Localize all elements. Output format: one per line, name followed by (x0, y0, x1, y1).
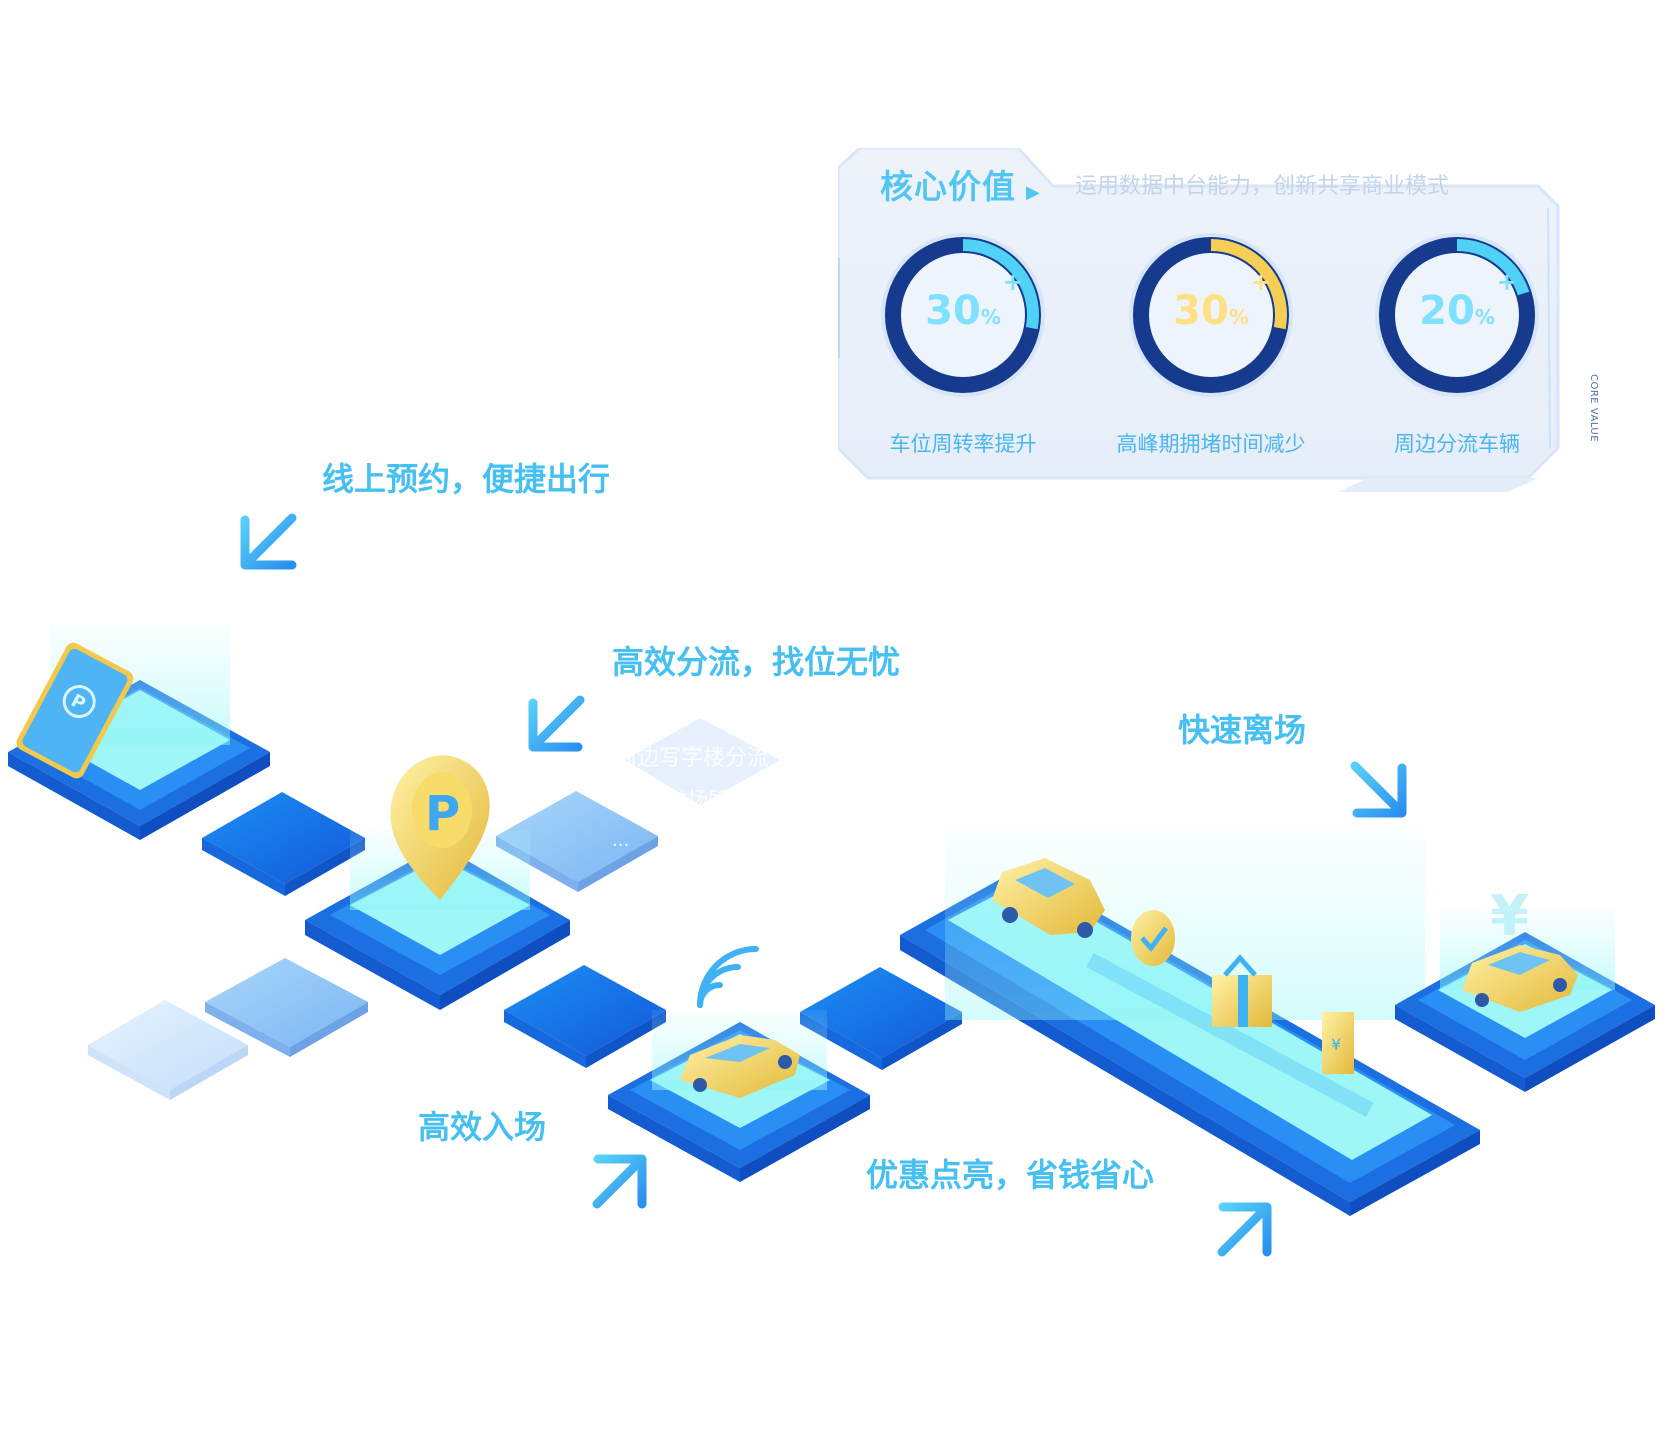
metric-ring-1: 30%+ (878, 230, 1048, 400)
chevron-right-icon: ▶ (1026, 182, 1041, 203)
phone-icon: P (16, 642, 134, 779)
tile-faint-1 (88, 1000, 248, 1100)
metric-value: 20%+ (1372, 268, 1542, 334)
detail-tile (625, 718, 780, 805)
core-value-title: 核心价值▶ (880, 167, 1041, 206)
tile-dark-2 (504, 965, 666, 1068)
platform-online-booking: P (8, 625, 270, 840)
envelope-currency: ¥ (1331, 1035, 1341, 1054)
gift-icon (1212, 954, 1272, 1027)
platform-entry (608, 946, 870, 1182)
platform-smart-diversion: P (305, 755, 570, 1010)
metric-number: 20 (1419, 288, 1475, 334)
metric-label: 周边分流车辆 (1394, 432, 1520, 456)
plus-icon: + (1250, 268, 1271, 296)
yen-icon: ¥ (1490, 884, 1529, 949)
ring-progress-arc (887, 239, 1039, 391)
metric-number: 30 (925, 288, 981, 334)
arrow-down-left-icon (528, 695, 585, 752)
donut-chart (881, 233, 1045, 397)
step-diversion-label: 高效分流，找位无忧 (612, 643, 901, 681)
car-icon (680, 1035, 800, 1098)
step-online-booking-label: 线上预约，便捷出行 (322, 460, 611, 498)
metric-value: 30%+ (1126, 268, 1296, 334)
step-diversion-detail-1: 周边写字楼分流 (615, 746, 770, 771)
tile-light-1 (205, 958, 368, 1057)
plus-icon: + (1002, 268, 1023, 296)
step-discount-label: 优惠点亮，省钱省心 (866, 1156, 1155, 1194)
metric-ring-3: 20%+ (1372, 230, 1542, 400)
step-entry-label: 高效入场 (418, 1108, 547, 1146)
arrow-down-right-icon (1350, 761, 1407, 818)
plus-icon: + (1496, 268, 1517, 296)
step-diversion-detail-2: 公共场所 (648, 787, 728, 811)
arrow-down-left-icon (240, 513, 297, 570)
metric-label: 高峰期拥堵时间减少 (1116, 432, 1306, 456)
donut-chart (1129, 233, 1293, 397)
donut-chart (1375, 233, 1539, 397)
step-diversion-detail-3: ... (612, 830, 630, 851)
platform-exit: ¥ (1395, 884, 1655, 1092)
metric-unit: % (1228, 305, 1249, 329)
core-value-subtitle: 运用数据中台能力，创新共享商业模式 (1075, 174, 1450, 199)
arrow-up-right-icon (592, 1154, 647, 1209)
step-exit-label: 快速离场 (1178, 711, 1307, 749)
svg-text:P: P (425, 786, 460, 842)
parking-marker-icon: P (390, 755, 490, 900)
ring-progress-arc (1135, 239, 1287, 391)
platform-discount: ¥ (900, 830, 1480, 1216)
metric-value: 30%+ (878, 268, 1048, 334)
wifi-icon (697, 946, 759, 1008)
core-value-side-tag: CORE VALUE (1588, 374, 1599, 443)
metric-label: 车位周转率提升 (889, 432, 1037, 456)
metric-ring-2: 30%+ (1126, 230, 1296, 400)
metric-number: 30 (1173, 288, 1229, 334)
tile-dark-1 (202, 792, 365, 896)
red-envelope-icon: ¥ (1322, 1012, 1354, 1074)
metric-unit: % (980, 305, 1001, 329)
car-icon (992, 858, 1105, 938)
checkmark-coin-icon (1131, 910, 1175, 966)
ring-progress-arc (1381, 239, 1533, 391)
metric-unit: % (1474, 305, 1495, 329)
arrow-up-right-icon (1217, 1202, 1272, 1257)
car-icon (1462, 945, 1578, 1012)
